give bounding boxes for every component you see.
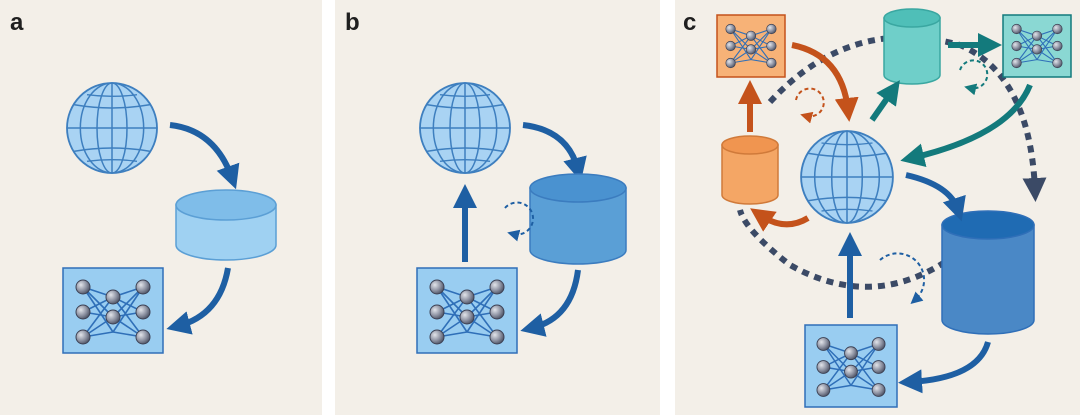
globe-icon bbox=[419, 82, 511, 174]
neural-network-icon bbox=[804, 324, 898, 408]
database-icon bbox=[175, 189, 277, 261]
arrow-data-to-model bbox=[520, 269, 581, 337]
cycle-icon-teal bbox=[959, 59, 989, 96]
panel-label-c: c bbox=[683, 9, 696, 36]
arrow-web-to-blue-db bbox=[905, 172, 966, 222]
globe-icon bbox=[66, 82, 158, 174]
arrow-web-to-data bbox=[169, 122, 240, 190]
arrow-teal-model-to-web bbox=[900, 83, 1033, 167]
globe-icon bbox=[800, 130, 894, 224]
panel-label-a: a bbox=[10, 9, 24, 36]
panel-c bbox=[716, 8, 1072, 408]
cycle-icon-blue bbox=[879, 252, 926, 304]
dashed-feedback-loop-lower bbox=[737, 209, 947, 290]
database-icon-teal bbox=[883, 8, 941, 85]
cycle-icon-orange bbox=[795, 87, 825, 124]
arrow-web-to-teal-db bbox=[869, 80, 900, 122]
arrow-web-to-data bbox=[522, 122, 587, 182]
arrow-blue-db-to-model bbox=[898, 341, 991, 394]
arrow-orange-model-to-web bbox=[791, 42, 859, 122]
panel-label-b: b bbox=[345, 9, 360, 36]
database-icon bbox=[529, 173, 627, 265]
cycle-icon bbox=[504, 201, 535, 242]
neural-network-icon bbox=[62, 267, 164, 354]
neural-network-icon-teal bbox=[1002, 14, 1072, 78]
neural-network-icon bbox=[416, 267, 518, 354]
database-icon-blue bbox=[941, 210, 1035, 335]
database-icon-orange bbox=[721, 135, 779, 205]
neural-network-icon-orange bbox=[716, 14, 786, 78]
arrow-data-to-model bbox=[166, 267, 231, 335]
panel-a bbox=[62, 82, 277, 354]
arrow-web-to-orange-db bbox=[750, 208, 810, 232]
panel-b bbox=[416, 82, 627, 354]
